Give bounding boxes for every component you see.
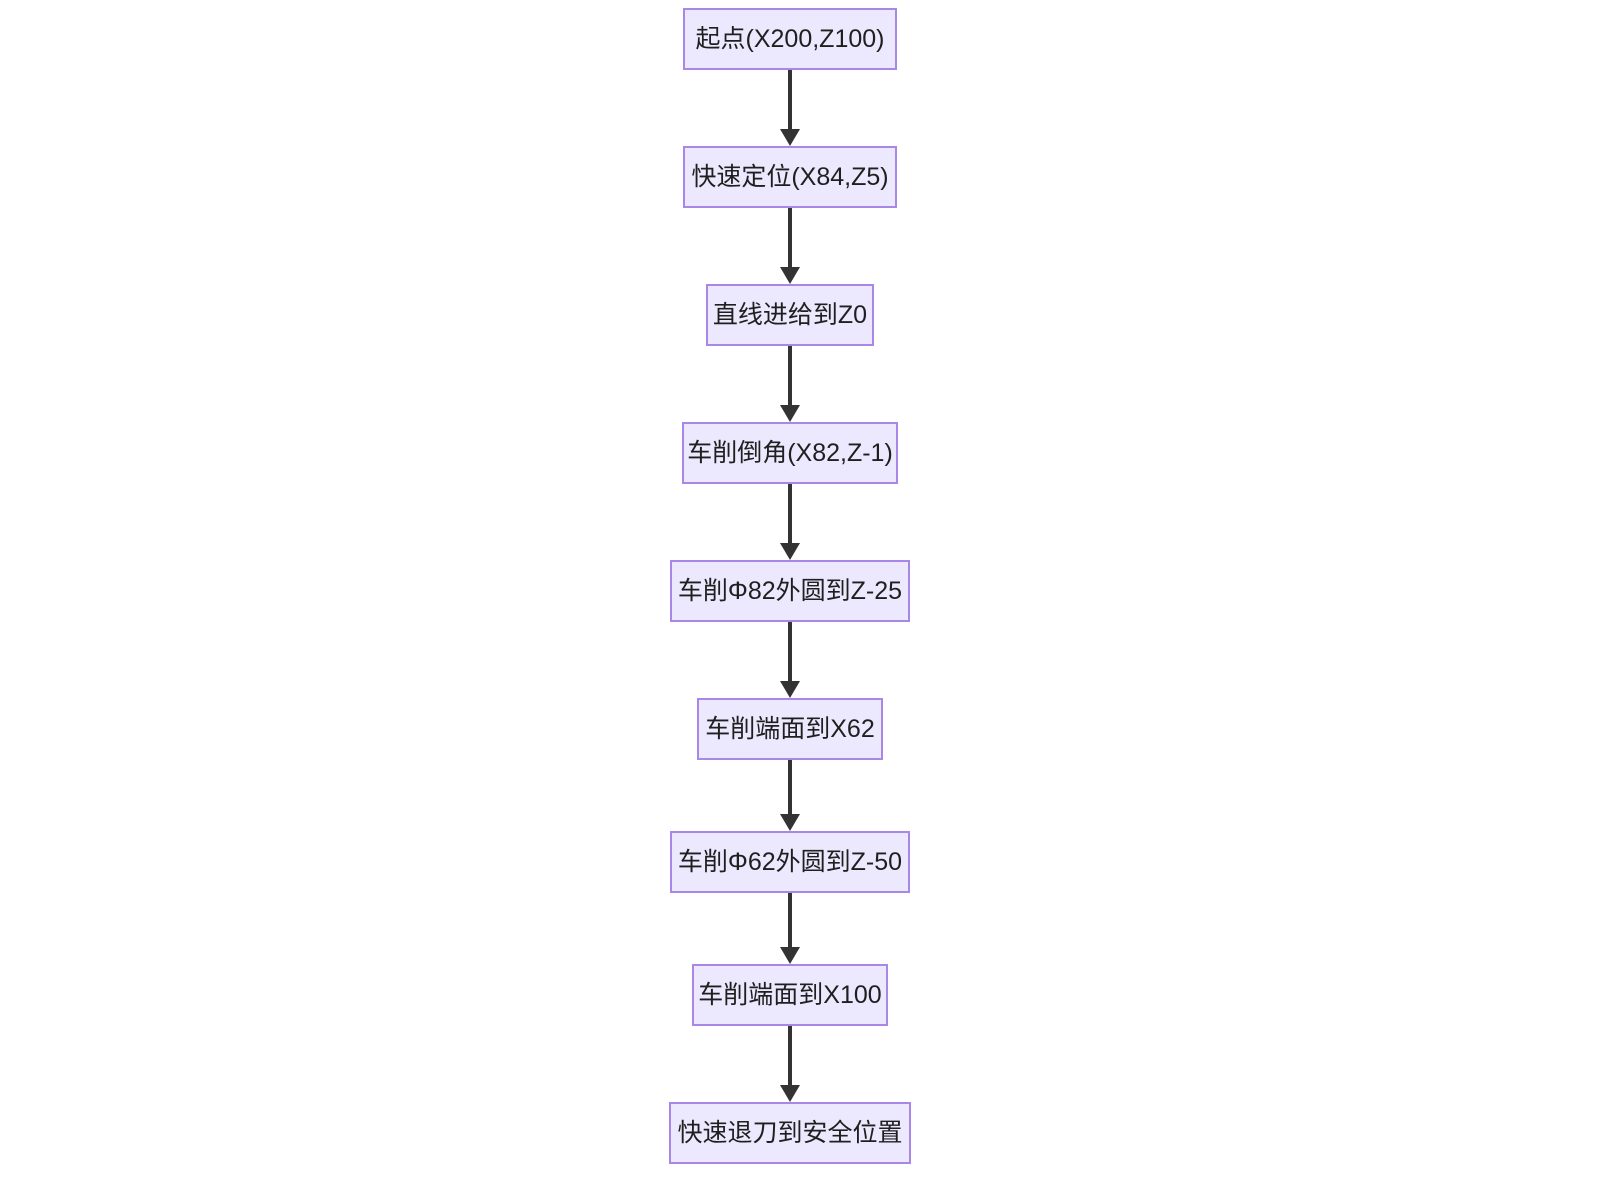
flow-node-n1[interactable]: 起点(X200,Z100) xyxy=(683,8,897,70)
flow-node-n5[interactable]: 车削Φ82外圆到Z-25 xyxy=(670,560,910,622)
flow-node-label: 快速退刀到安全位置 xyxy=(677,1118,903,1147)
flow-arrow-7 xyxy=(777,893,803,964)
flow-node-label: 车削Φ82外圆到Z-25 xyxy=(677,576,903,605)
flow-arrow-8 xyxy=(777,1026,803,1102)
flow-arrow-4 xyxy=(777,484,803,560)
flow-node-label: 快速定位(X84,Z5) xyxy=(691,162,889,191)
flow-node-label: 车削端面到X62 xyxy=(705,714,875,743)
flow-node-n7[interactable]: 车削Φ62外圆到Z-50 xyxy=(670,831,910,893)
flow-node-n3[interactable]: 直线进给到Z0 xyxy=(706,284,874,346)
flow-node-label: 车削倒角(X82,Z-1) xyxy=(687,438,893,467)
flow-node-label: 车削Φ62外圆到Z-50 xyxy=(677,847,903,876)
flow-node-n6[interactable]: 车削端面到X62 xyxy=(697,698,883,760)
flow-arrow-3 xyxy=(777,346,803,422)
flow-node-label: 直线进给到Z0 xyxy=(712,300,868,329)
flow-node-n2[interactable]: 快速定位(X84,Z5) xyxy=(683,146,897,208)
flow-arrow-5 xyxy=(777,622,803,698)
flow-node-label: 起点(X200,Z100) xyxy=(695,24,885,53)
flow-node-n8[interactable]: 车削端面到X100 xyxy=(692,964,888,1026)
flow-arrow-2 xyxy=(777,208,803,284)
flow-node-label: 车削端面到X100 xyxy=(698,980,882,1009)
flow-arrow-1 xyxy=(777,70,803,146)
flow-node-n4[interactable]: 车削倒角(X82,Z-1) xyxy=(682,422,898,484)
flow-arrow-6 xyxy=(777,760,803,831)
flow-node-n9[interactable]: 快速退刀到安全位置 xyxy=(669,1102,911,1164)
